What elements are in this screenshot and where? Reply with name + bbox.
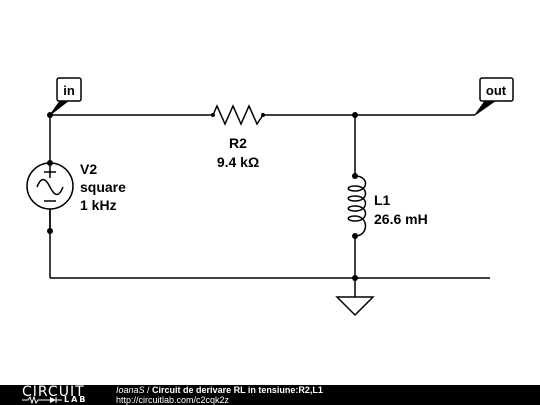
- wires: [49, 114, 490, 297]
- voltage-source-symbol[interactable]: [26, 162, 74, 210]
- inductor-name: L1: [374, 192, 391, 208]
- net-label-in-text: in: [63, 83, 75, 98]
- logo-top-text: CIRCUIT: [22, 384, 85, 400]
- logo-wave-icon: [22, 396, 62, 404]
- resistor-name: R2: [229, 135, 247, 151]
- net-label-in[interactable]: in: [49, 77, 82, 116]
- circuitlab-logo[interactable]: CIRCUIT LAB: [22, 384, 102, 405]
- author-link[interactable]: IoanaS: [116, 385, 145, 395]
- junction-dot: [352, 275, 358, 281]
- junction-dots: [47, 112, 358, 281]
- resistor-symbol[interactable]: [212, 104, 264, 126]
- circuit-title[interactable]: Circuit de derivare RL in tensiune:R2,L1: [152, 385, 323, 395]
- inductor-symbol[interactable]: [347, 175, 367, 237]
- circuit-meta: IoanaS / Circuit de derivare RL in tensi…: [116, 385, 323, 405]
- source-name: V2: [80, 161, 97, 177]
- resistor-value: 9.4 kΩ: [217, 154, 259, 170]
- junction-dot: [352, 112, 358, 118]
- footer-bar: CIRCUIT LAB IoanaS / Circuit de derivare…: [0, 384, 540, 405]
- circuit-url[interactable]: http://circuitlab.com/c2cqk2z: [116, 394, 230, 405]
- logo-bottom-text: LAB: [64, 395, 88, 404]
- net-label-out-text: out: [486, 83, 507, 98]
- net-label-out[interactable]: out: [474, 77, 514, 116]
- source-type: square: [80, 179, 126, 195]
- circuit-schematic: R2 9.4 kΩ V2 square 1 kHz L1 26.6 mH in …: [26, 77, 514, 317]
- meta-separator: /: [144, 385, 153, 395]
- ground-symbol[interactable]: [335, 296, 375, 317]
- inductor-value: 26.6 mH: [374, 211, 428, 227]
- source-frequency: 1 kHz: [80, 197, 117, 213]
